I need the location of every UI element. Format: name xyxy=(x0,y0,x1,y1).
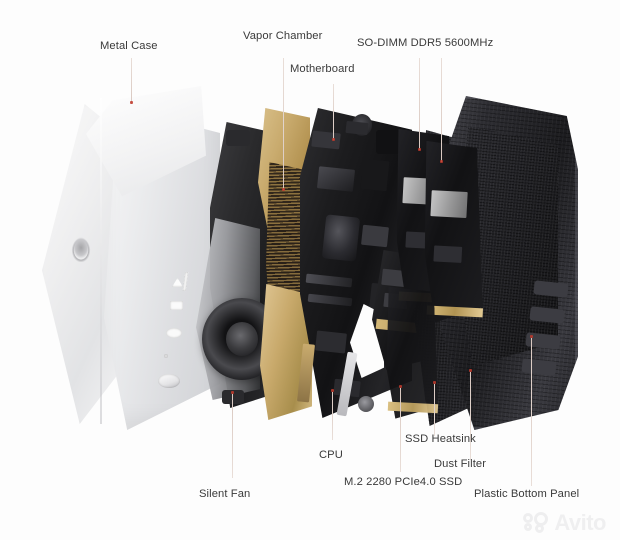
so-dimm-chip-2 xyxy=(433,244,463,263)
leader-dot-silent-fan xyxy=(231,391,234,394)
cpu-die xyxy=(321,214,361,262)
io-connector-block xyxy=(376,130,400,154)
mb-component-5 xyxy=(361,224,389,248)
callout-label-cpu: CPU xyxy=(319,449,343,461)
leader-m2-ssd xyxy=(400,388,401,472)
power-port-icon xyxy=(172,278,183,287)
brand-logo-icon xyxy=(70,236,92,262)
usb-port xyxy=(170,301,183,310)
part-so-dimm-module-3 xyxy=(384,285,439,419)
avito-watermark: Avito xyxy=(523,512,606,534)
leader-cpu xyxy=(332,392,333,440)
leader-motherboard xyxy=(333,84,334,140)
callout-label-vapor-chamber: Vapor Chamber xyxy=(243,30,323,42)
mb-component-2 xyxy=(345,120,369,136)
mb-component-1 xyxy=(311,130,341,150)
leader-dust-filter xyxy=(470,372,471,460)
cmos-battery xyxy=(358,396,374,412)
avito-watermark-text: Avito xyxy=(554,510,606,535)
callout-label-dust-filter: Dust Filter xyxy=(434,458,487,470)
so-dimm-label-2 xyxy=(430,190,468,218)
fan-mount-bottom xyxy=(222,390,244,404)
mb-component-3 xyxy=(316,166,356,192)
callout-label-ssd-heatsink: SSD Heatsink xyxy=(405,433,476,445)
leader-metal-case xyxy=(131,58,132,104)
leader-dot-plastic-bottom xyxy=(530,335,533,338)
leader-dot-vapor-chamber xyxy=(282,188,285,191)
mb-component-4 xyxy=(360,158,390,192)
leader-dot-so-dimm-2 xyxy=(440,160,443,163)
callout-label-silent-fan: Silent Fan xyxy=(199,488,251,500)
mb-component-7 xyxy=(315,330,347,354)
leader-dot-so-dimm-1 xyxy=(418,148,421,151)
callout-label-plastic-bottom-panel: Plastic Bottom Panel xyxy=(474,488,580,500)
avito-logo-icon xyxy=(523,512,549,534)
leader-ssd-heatsink xyxy=(434,384,435,436)
leader-dot-motherboard xyxy=(332,138,335,141)
part-plastic-bottom-panel xyxy=(438,96,590,432)
indicator-led-icon xyxy=(164,354,168,358)
callout-label-metal-case: Metal Case xyxy=(100,40,158,52)
power-button xyxy=(158,374,180,388)
leader-dot-m2-ssd xyxy=(399,385,402,388)
callout-label-so-dimm: SO-DIMM DDR5 5600MHz xyxy=(357,37,494,49)
leader-dot-cpu xyxy=(331,389,334,392)
part-metal-case xyxy=(42,86,222,431)
so-dimm-pcb-3 xyxy=(384,285,439,419)
leader-so-dimm-1 xyxy=(419,58,420,150)
leader-dot-metal-case xyxy=(130,101,133,104)
fan-hub xyxy=(226,322,258,356)
leader-dot-ssd-heatsink xyxy=(433,381,436,384)
callout-label-motherboard: Motherboard xyxy=(290,63,355,75)
metal-case-edge xyxy=(100,98,102,424)
mb-gold-contact xyxy=(297,343,315,403)
leader-silent-fan xyxy=(232,394,233,478)
callout-label-m2-ssd: M.2 2280 PCIe4.0 SSD xyxy=(344,476,463,488)
audio-port xyxy=(166,328,182,338)
leader-dot-dust-filter xyxy=(469,369,472,372)
leader-plastic-bottom xyxy=(531,338,532,486)
fan-mount-top xyxy=(226,130,250,146)
leader-vapor-chamber xyxy=(283,58,284,190)
leader-so-dimm-2 xyxy=(441,58,442,162)
